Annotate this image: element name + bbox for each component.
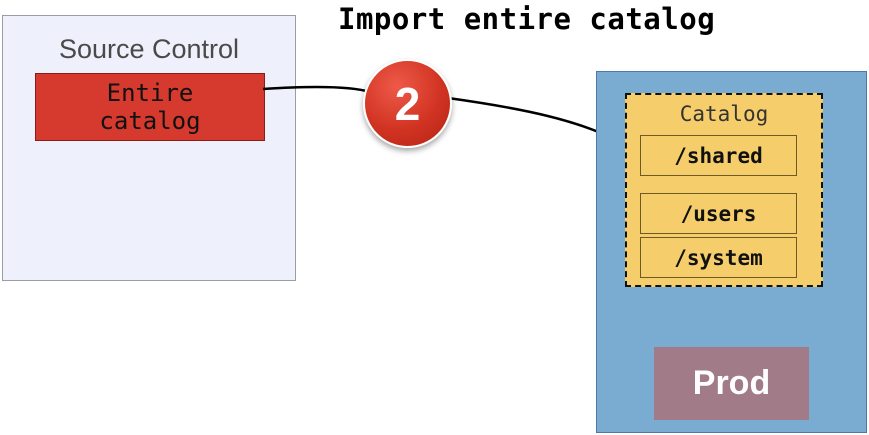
entire-catalog-box: Entire catalog	[35, 73, 265, 141]
catalog-label: Catalog	[679, 102, 769, 126]
entire-catalog-line2: catalog	[99, 107, 201, 135]
folder-shared: /shared	[640, 135, 797, 176]
prod-button[interactable]: Prod	[654, 347, 809, 420]
catalog-box: Catalog /shared /users /system	[625, 93, 823, 287]
folder-system: /system	[640, 237, 797, 278]
prod-environment-panel: Catalog /shared /users /system Prod	[596, 71, 867, 433]
source-control-label: Source Control	[58, 34, 240, 64]
step-number-badge: 2	[363, 59, 452, 148]
diagram-title: Import entire catalog	[338, 2, 716, 36]
entire-catalog-line1: Entire	[106, 79, 194, 107]
folder-users: /users	[640, 193, 797, 234]
source-control-panel: Source Control Entire catalog	[2, 15, 296, 281]
